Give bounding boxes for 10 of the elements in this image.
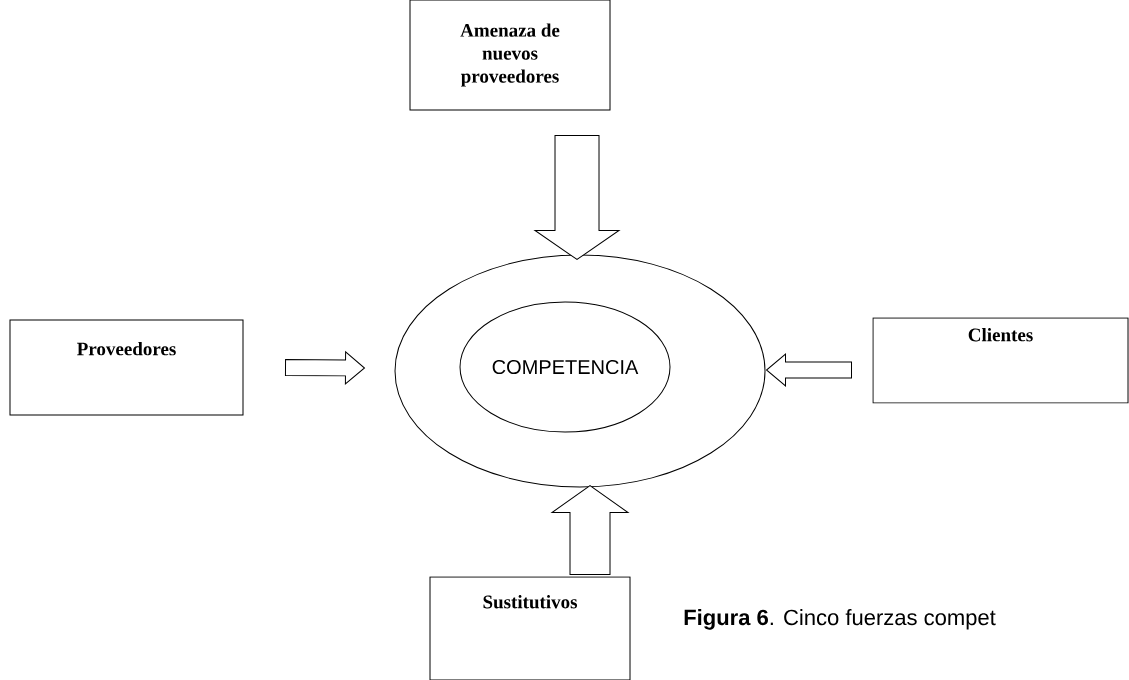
block-arrow	[284, 351, 365, 385]
force-box: Sustitutivos	[429, 576, 631, 680]
block-arrow	[551, 485, 629, 575]
force-box: Clientes	[872, 317, 1129, 404]
block-arrow	[766, 353, 852, 387]
ellipse	[394, 254, 766, 488]
force-box: Amenaza de nuevos proveedores	[409, 0, 611, 111]
force-box: Proveedores	[9, 319, 244, 416]
block-arrow	[534, 135, 620, 260]
caption: Figura 6. Cinco fuerzas compet	[684, 609, 996, 630]
